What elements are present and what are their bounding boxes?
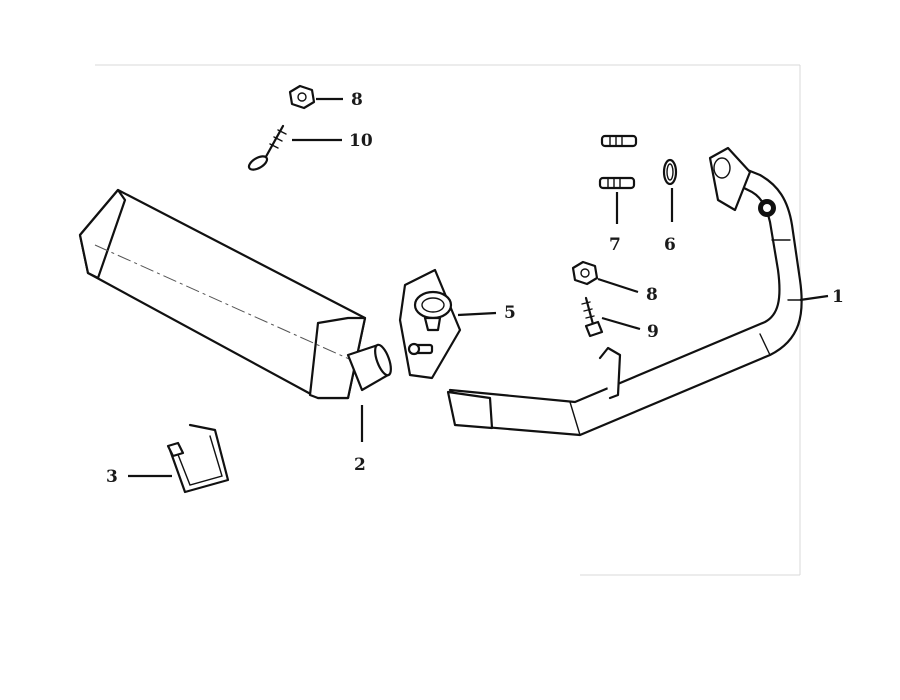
callout-10: 10 <box>349 131 373 151</box>
callout-3: 3 <box>106 467 118 487</box>
stud-bolts <box>598 134 638 190</box>
callout-6: 6 <box>664 235 676 255</box>
leader-9 <box>601 316 641 331</box>
pipe-clamp <box>398 268 462 380</box>
exhaust-gasket <box>662 158 678 186</box>
callout-5: 5 <box>504 303 516 323</box>
leader-1 <box>799 294 829 302</box>
leader-lines <box>128 97 829 478</box>
leader-8b <box>597 277 639 294</box>
muffler-bracket <box>166 423 230 494</box>
callout-1: 1 <box>832 287 844 307</box>
nut-upper <box>288 84 316 110</box>
callout-7: 7 <box>609 235 621 255</box>
nut-lower <box>571 260 599 286</box>
exhaust-pipe <box>446 146 803 437</box>
callout-labels: 1 2 3 5 6 7 8 8 9 10 <box>106 90 844 487</box>
callout-8-lower: 8 <box>646 285 658 305</box>
callout-2: 2 <box>354 455 366 475</box>
muffler <box>78 188 392 400</box>
callout-9: 9 <box>647 322 659 342</box>
leader-5 <box>457 311 497 317</box>
bolt-washer <box>247 124 287 171</box>
callout-8-upper: 8 <box>351 90 363 110</box>
bolt <box>581 296 604 338</box>
